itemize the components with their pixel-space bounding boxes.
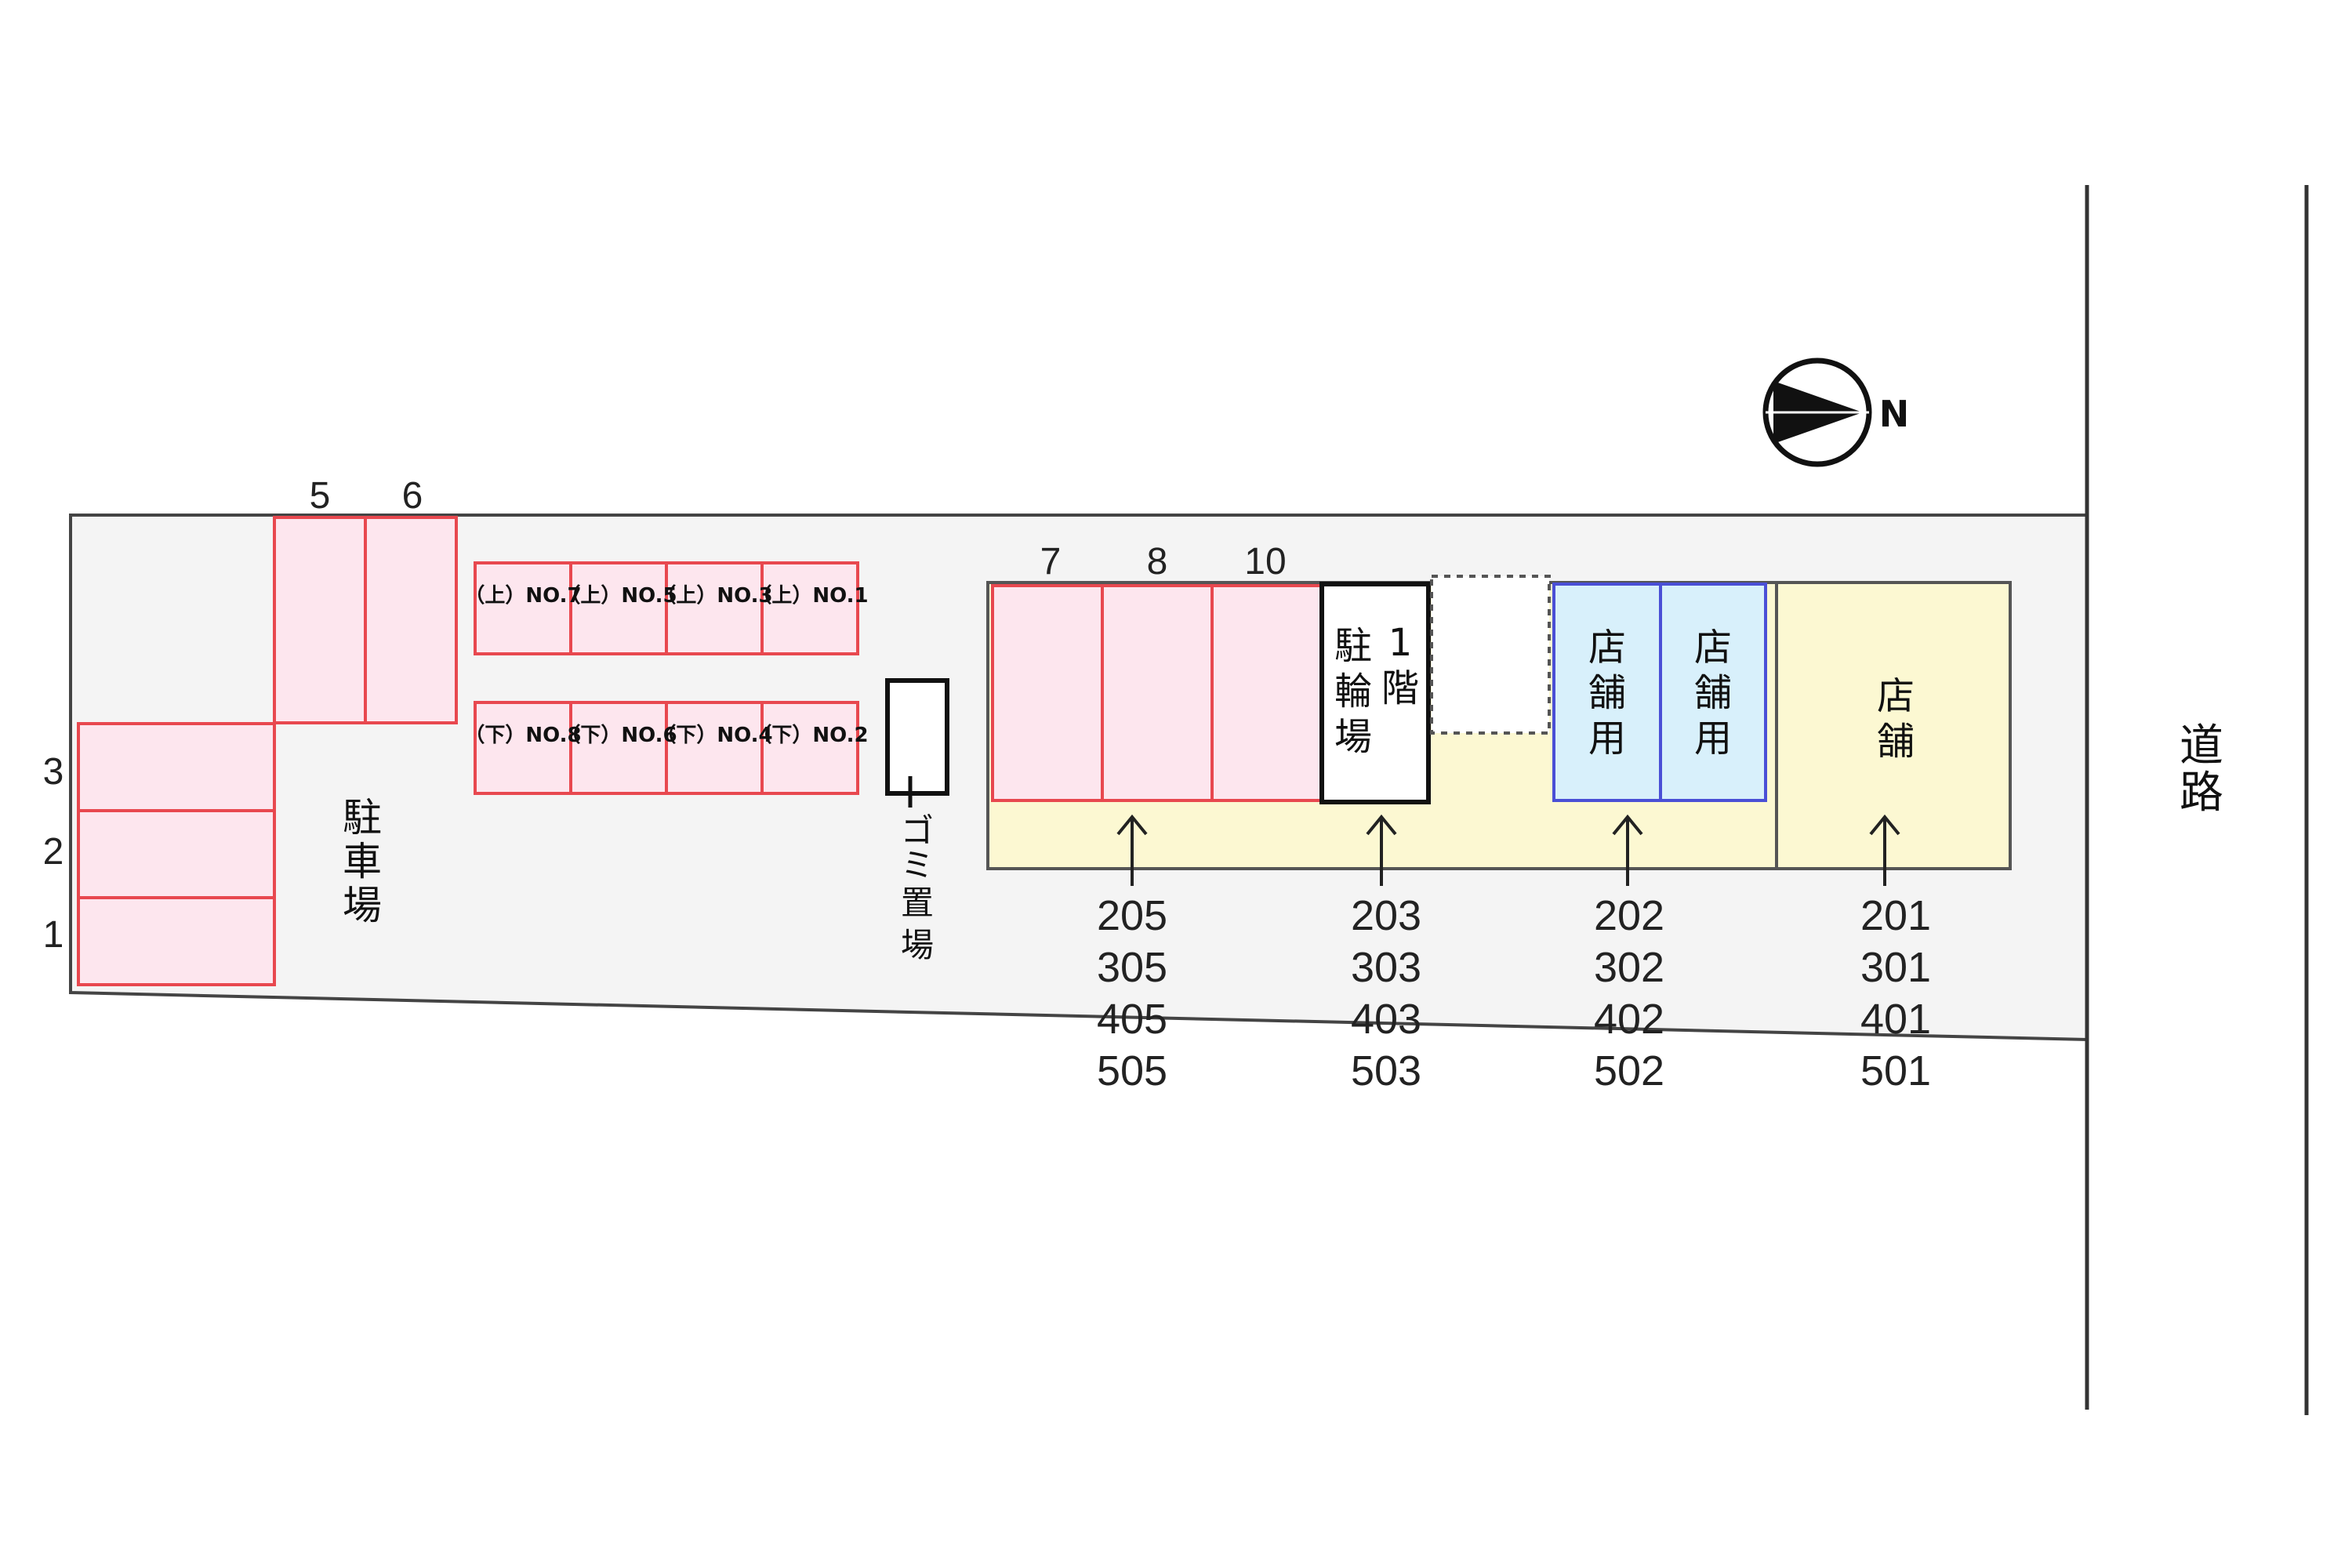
unit-501: 501 bbox=[1860, 1047, 1931, 1094]
unit-303: 303 bbox=[1351, 944, 1421, 991]
parking-space-7 bbox=[991, 584, 1104, 802]
parking-space-5 bbox=[273, 516, 367, 724]
space-number-1: 1 bbox=[43, 914, 64, 956]
entrance-arrows bbox=[1116, 814, 1900, 886]
entrance-arrow-1 bbox=[1116, 814, 1148, 886]
shop-label-1: 店 bbox=[1877, 674, 1915, 718]
parking-label-2: 車 bbox=[343, 839, 382, 884]
parking-label-3: 場 bbox=[343, 883, 382, 928]
space-number-5: 5 bbox=[310, 475, 331, 517]
bike-rack-lower-labels: （下）NO.8 （下）NO.6 （下）NO.4 （下）NO.2 bbox=[464, 724, 868, 747]
shop-use-2-label-2: 舗 bbox=[1694, 671, 1732, 715]
parking-space-2 bbox=[77, 809, 276, 899]
bike-rack-lower-4 bbox=[665, 701, 764, 795]
shop-use-units bbox=[1552, 583, 1767, 802]
space-number-2: 2 bbox=[43, 831, 64, 873]
shop-use-2-label-1: 店 bbox=[1694, 626, 1732, 670]
unit-405: 405 bbox=[1097, 996, 1167, 1043]
shop-use-2-label-3: 用 bbox=[1694, 717, 1732, 760]
space-number-8: 8 bbox=[1147, 541, 1168, 583]
bicycle-parking-label-3: 場 bbox=[1334, 715, 1372, 759]
bicycle-parking-label-2: 輪 bbox=[1334, 670, 1372, 713]
road-label-1: 道 bbox=[2180, 720, 2223, 771]
shop-use-unit-2 bbox=[1659, 583, 1767, 802]
floor-label-1: 1 bbox=[1388, 621, 1413, 665]
parking-group-building bbox=[991, 584, 1323, 802]
unit-302: 302 bbox=[1594, 944, 1664, 991]
bike-rack-upper-7 bbox=[474, 561, 572, 655]
bike-racks-lower bbox=[474, 701, 859, 795]
bike-rack-lower-8 bbox=[474, 701, 572, 795]
shop-use-unit-1 bbox=[1552, 583, 1662, 802]
unit-numbers: 205 305 405 505 203 303 403 503 202 302 … bbox=[1097, 892, 1931, 1094]
entrance-arrow-4 bbox=[1869, 814, 1900, 886]
bike-rack-lower-4-label: （下）NO.4 bbox=[655, 724, 772, 747]
bike-rack-upper-7-label: （上）NO.7 bbox=[464, 584, 581, 608]
garbage-label-1: ゴ bbox=[901, 811, 934, 850]
space-number-10: 10 bbox=[1244, 541, 1286, 583]
bicycle-parking bbox=[1319, 582, 1431, 804]
shop-label-2: 舗 bbox=[1877, 720, 1915, 764]
parking-space-10 bbox=[1210, 584, 1323, 802]
entrance-arrow-2 bbox=[1366, 814, 1397, 886]
parking-space-1 bbox=[77, 896, 276, 986]
garbage-area bbox=[885, 678, 949, 796]
unit-505: 505 bbox=[1097, 1047, 1167, 1094]
parking-space-6 bbox=[364, 516, 458, 724]
parking-group-top bbox=[273, 516, 458, 724]
garbage-label-4: 場 bbox=[901, 926, 934, 964]
bike-rack-upper-labels: （上）NO.7 （上）NO.5 （上）NO.3 （上）NO.1 bbox=[464, 584, 868, 608]
bike-rack-lower-8-label: （下）NO.8 bbox=[464, 724, 581, 747]
unit-301: 301 bbox=[1860, 944, 1931, 991]
parking-label-1: 駐 bbox=[343, 795, 382, 840]
north-arrow-icon: N bbox=[1762, 358, 1910, 467]
garbage-label-3: 置 bbox=[901, 884, 934, 922]
bike-rack-upper-3 bbox=[665, 561, 764, 655]
bike-rack-lower-2 bbox=[760, 701, 859, 795]
unit-305: 305 bbox=[1097, 944, 1167, 991]
bike-rack-upper-1-label: （上）NO.1 bbox=[751, 584, 868, 608]
unit-202: 202 bbox=[1594, 892, 1664, 939]
bike-rack-upper-5 bbox=[569, 561, 668, 655]
bike-rack-upper-1 bbox=[760, 561, 859, 655]
garbage-label-2: ミ bbox=[901, 846, 934, 884]
unit-205: 205 bbox=[1097, 892, 1167, 939]
entrance-arrow-3 bbox=[1612, 814, 1643, 886]
parking-group-left bbox=[77, 722, 276, 986]
unit-403: 403 bbox=[1351, 996, 1421, 1043]
shop-use-1-label-1: 店 bbox=[1588, 626, 1626, 670]
bike-rack-upper-3-label: （上）NO.3 bbox=[655, 584, 772, 608]
space-number-7: 7 bbox=[1040, 541, 1062, 583]
bike-rack-upper-5-label: （上）NO.5 bbox=[560, 584, 677, 608]
parking-space-3 bbox=[77, 722, 276, 812]
unit-402: 402 bbox=[1594, 996, 1664, 1043]
unit-203: 203 bbox=[1351, 892, 1421, 939]
bike-rack-lower-6-label: （下）NO.6 bbox=[560, 724, 677, 747]
bike-rack-lower-2-label: （下）NO.2 bbox=[751, 724, 868, 747]
bike-rack-lower-6 bbox=[569, 701, 668, 795]
unit-502: 502 bbox=[1594, 1047, 1664, 1094]
space-number-6: 6 bbox=[402, 475, 423, 517]
bike-racks-upper bbox=[474, 561, 859, 655]
road-label-2: 路 bbox=[2180, 768, 2223, 818]
shop-use-1-label-2: 舗 bbox=[1588, 671, 1626, 715]
parking-space-8 bbox=[1101, 584, 1214, 802]
compass-label: N bbox=[1879, 393, 1910, 435]
floor-label-2: 階 bbox=[1381, 666, 1419, 710]
dashed-area bbox=[1430, 575, 1551, 735]
unit-201: 201 bbox=[1860, 892, 1931, 939]
shop-use-1-label-3: 用 bbox=[1588, 717, 1626, 760]
unit-401: 401 bbox=[1860, 996, 1931, 1043]
space-number-3: 3 bbox=[43, 751, 64, 793]
bicycle-parking-label-1: 駐 bbox=[1334, 624, 1372, 668]
unit-503: 503 bbox=[1351, 1047, 1421, 1094]
